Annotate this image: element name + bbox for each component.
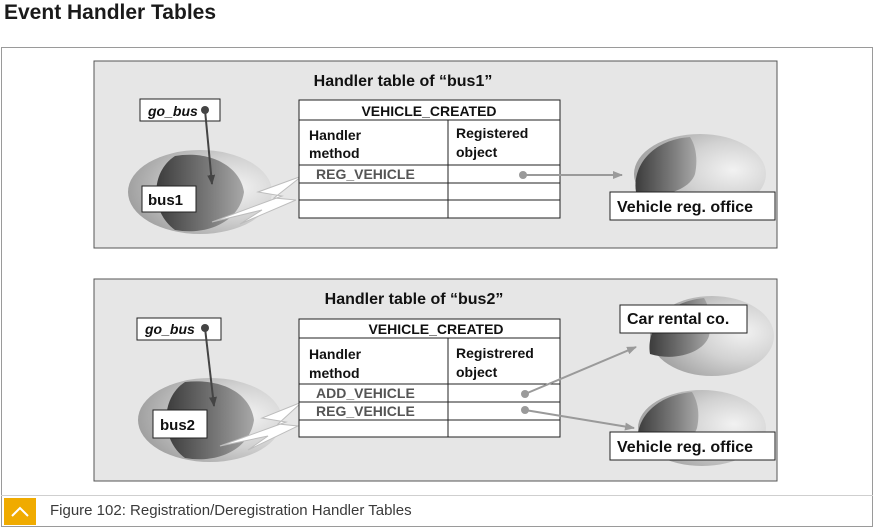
table1-col2-line1: Registered — [456, 125, 528, 141]
panel1-reference-label: go_bus — [147, 103, 198, 119]
table2-col2-line2: object — [456, 364, 498, 380]
table2-row1-method: ADD_VEHICLE — [316, 385, 415, 401]
panel2-reg-vehicle-dot — [521, 406, 529, 414]
table2-event-header: VEHICLE_CREATED — [368, 321, 503, 337]
panel-bus1: Handler table of “bus1” go_bus bus1 VEHI… — [93, 60, 778, 249]
panel2-reference-arrow — [204, 327, 217, 407]
panel1-reference-arrow — [204, 109, 216, 185]
panel2-target1-box — [619, 304, 748, 334]
caption-bar: Figure 102: Registration/Deregistration … — [1, 495, 873, 527]
bus2-event-lightning — [219, 401, 303, 451]
table1-col1-line1: Handler — [309, 127, 362, 143]
handler-table-bus2: VEHICLE_CREATED Handler method Registrer… — [298, 318, 561, 438]
bus1-label-box — [141, 185, 197, 213]
panel2-target2-box — [609, 431, 776, 461]
panel1-reference-box — [139, 98, 221, 122]
table2-col2-line1: Registrered — [456, 345, 534, 361]
table1-col2-line2: object — [456, 144, 498, 160]
panel2-reg-vehicle-arrow — [524, 409, 635, 431]
panel2-reference-dot — [201, 324, 209, 332]
table2-frame — [298, 318, 561, 438]
panel1-reference-dot — [201, 106, 209, 114]
page-title: Event Handler Tables — [4, 1, 217, 24]
panel-bus1-title: Handler table of “bus1” — [314, 73, 493, 90]
bus1-label: bus1 — [148, 192, 183, 209]
panel1-target-box — [609, 191, 776, 221]
bus2-egg-cap — [166, 381, 254, 460]
panel2-reference-box — [136, 317, 222, 341]
figure-caption: Figure 102: Registration/Deregistration … — [50, 502, 412, 519]
table1-event-header: VEHICLE_CREATED — [361, 103, 496, 119]
panel-bus2: Handler table of “bus2” go_bus bus2 VEHI… — [93, 278, 778, 482]
reg-office-1-egg-cap — [635, 137, 697, 195]
panel1-target-label: Vehicle reg. office — [617, 199, 753, 216]
bus2-label: bus2 — [160, 417, 195, 434]
panel2-target1-label: Car rental co. — [627, 311, 729, 328]
table1-row1-method: REG_VEHICLE — [316, 166, 415, 182]
table2-col1-line2: method — [309, 365, 360, 381]
table2-row2-method: REG_VEHICLE — [316, 403, 415, 419]
panel2-target2-label: Vehicle reg. office — [617, 439, 753, 456]
panel2-add-vehicle-arrow — [524, 346, 637, 395]
table2-col1-line1: Handler — [309, 346, 362, 362]
panel-bus2-title: Handler table of “bus2” — [325, 291, 504, 308]
panel1-registration-dot — [519, 171, 527, 179]
panel2-add-vehicle-dot — [521, 390, 529, 398]
handler-table-bus1: VEHICLE_CREATED Handler method Registere… — [298, 99, 561, 219]
table1-col1-line2: method — [309, 145, 360, 161]
collapse-chevron-up-icon[interactable] — [4, 498, 36, 525]
bus2-label-box — [152, 409, 208, 439]
figure-frame — [1, 47, 873, 527]
panel2-reference-label: go_bus — [144, 321, 195, 337]
bus1-event-lightning — [211, 175, 303, 225]
